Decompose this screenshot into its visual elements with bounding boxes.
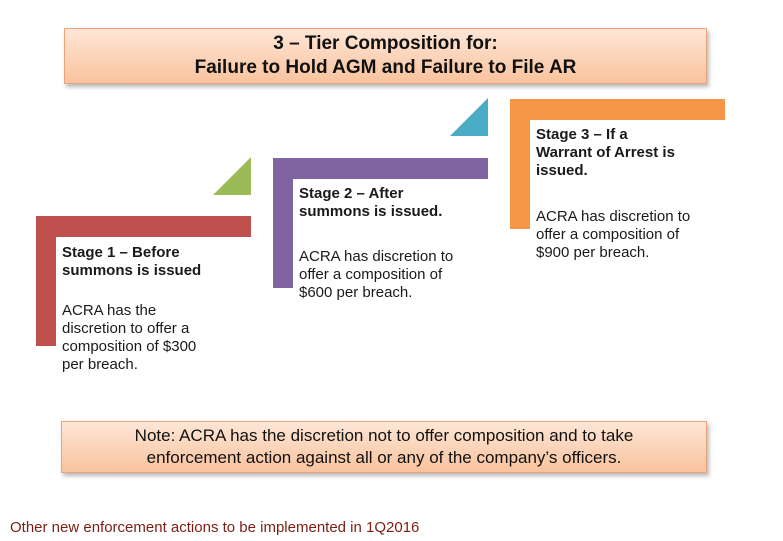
stage-1-body-line: per breach. [62, 356, 138, 373]
title-line-1: 3 – Tier Composition for: [273, 33, 498, 54]
title-box: 3 – Tier Composition for: Failure to Hol… [64, 28, 707, 84]
stage-2-text: Stage 2 – After summons is issued. ACRA … [299, 185, 499, 302]
title-line-2: Failure to Hold AGM and Failure to File … [194, 57, 577, 78]
stage-2-side-bar [273, 158, 293, 288]
stage-2-heading-line: Stage 2 – After [299, 185, 404, 202]
stage-3-body-line: $900 per breach. [536, 244, 650, 261]
stage-2-body: ACRA has discretion to offer a compositi… [299, 248, 499, 302]
stage-2-top-bar [273, 158, 488, 179]
stage-3-heading-line: Stage 3 – If a [536, 126, 628, 143]
note-line-1: Note: ACRA has the discretion not to off… [134, 426, 634, 445]
stage-1-heading: Stage 1 – Before summons is issued [62, 244, 262, 280]
stage-1-heading-line: summons is issued [62, 262, 202, 279]
stage-2-heading-line: summons is issued. [299, 203, 443, 220]
stage-3-heading: Stage 3 – If a Warrant of Arrest is issu… [536, 126, 736, 180]
stage-2-heading: Stage 2 – After summons is issued. [299, 185, 499, 221]
footer-text: Other new enforcement actions to be impl… [10, 519, 420, 536]
stage-1-text: Stage 1 – Before summons is issued ACRA … [62, 244, 262, 374]
stage-2-body-line: ACRA has discretion to [299, 248, 454, 265]
stage-1-side-bar [36, 216, 56, 346]
stage-3-heading-line: Warrant of Arrest is [536, 144, 675, 161]
stage-3-body-line: ACRA has discretion to [536, 208, 691, 225]
stage-3-top-bar [510, 99, 725, 120]
stage-3-text: Stage 3 – If a Warrant of Arrest is issu… [536, 126, 736, 262]
stage-1-body-line: discretion to offer a [62, 320, 190, 337]
note-line-2: enforcement action against all or any of… [146, 448, 622, 467]
stage-2-body-line: offer a composition of [299, 266, 443, 283]
stage-3-heading-line: issued. [536, 162, 588, 179]
note-box: Note: ACRA has the discretion not to off… [61, 421, 707, 473]
blue-step-triangle [450, 98, 488, 136]
stage-2-body-line: $600 per breach. [299, 284, 413, 301]
stage-3-body: ACRA has discretion to offer a compositi… [536, 208, 736, 262]
stage-1-top-bar [36, 216, 251, 237]
stage-3-body-line: offer a composition of [536, 226, 680, 243]
stage-1-body-line: ACRA has the [62, 302, 157, 319]
stage-1-body-line: composition of $300 [62, 338, 197, 355]
green-step-triangle [213, 157, 251, 195]
stage-1-heading-line: Stage 1 – Before [62, 244, 180, 261]
stage-1-body: ACRA has the discretion to offer a compo… [62, 302, 262, 374]
stage-3-side-bar [510, 99, 530, 229]
